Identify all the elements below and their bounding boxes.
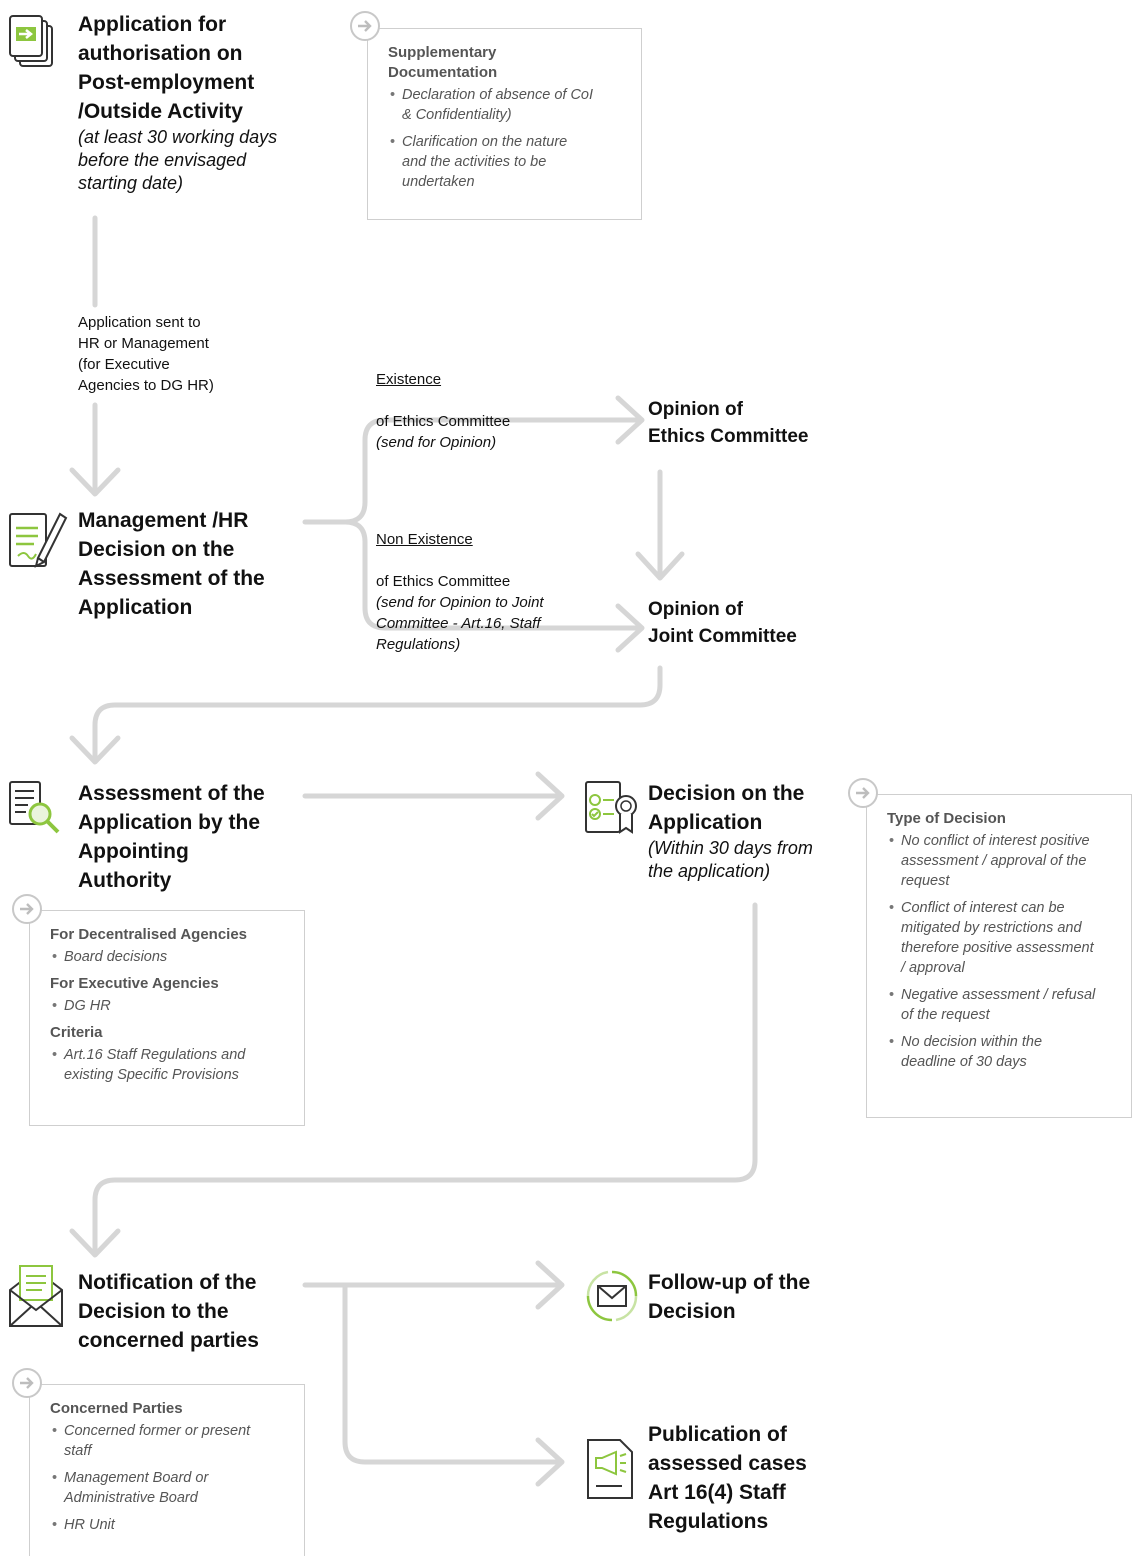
- document-arrow-icon: [9, 15, 53, 67]
- step-title: Follow-up of the Decision: [648, 1271, 811, 1323]
- panel-agencies-criteria: For Decentralised Agencies Board decisio…: [29, 910, 305, 1126]
- panel-type-of-decision: Type of Decision No conflict of interest…: [866, 794, 1132, 1118]
- list-item: Declaration of absence of CoI & Confiden…: [390, 85, 629, 125]
- label-underlined: Non Existence: [376, 531, 473, 548]
- step-title: Notification of the Decision to the conc…: [78, 1271, 259, 1352]
- list-item: No decision within the deadline of 30 da…: [889, 1032, 1127, 1072]
- list-item: Management Board or Administrative Board: [52, 1468, 292, 1508]
- label-italic: (send for Opinion): [376, 434, 497, 451]
- list-item: Board decisions: [52, 947, 292, 967]
- step-note: (at least 30 working days before the env…: [78, 127, 278, 193]
- document-megaphone-icon: [587, 1439, 633, 1499]
- label-underlined: Existence: [376, 371, 442, 388]
- step-title: Application for authorisation on Post-em…: [78, 13, 255, 123]
- panel-supplementary-documentation: Supplementary Documentation Declaration …: [367, 28, 642, 220]
- step-management-decision: Management /HR Decision on the Assessmen…: [78, 506, 308, 622]
- panel-heading: For Executive Agencies: [50, 975, 219, 992]
- panel-heading: Concerned Parties: [50, 1400, 183, 1417]
- open-envelope-icon: [9, 1265, 63, 1327]
- step-title: Management /HR Decision on the Assessmen…: [78, 509, 265, 619]
- step-title: Assessment of the Application by the App…: [78, 782, 265, 892]
- circle-arrow-icon: [848, 778, 878, 808]
- step-note: (Within 30 days from the application): [648, 838, 813, 881]
- step-application: Application for authorisation on Post-em…: [78, 10, 308, 195]
- step-opinion-joint: Opinion of Joint Committee: [648, 596, 848, 650]
- step-title: Publication of assessed cases Art 16(4) …: [648, 1423, 807, 1533]
- panel-heading: Supplementary Documentation: [388, 44, 498, 81]
- envelope-cycle-icon: [586, 1270, 638, 1322]
- document-pen-icon: [9, 512, 68, 568]
- document-checklist-seal-icon: [585, 781, 637, 834]
- list-item: Negative assessment / refusal of the req…: [889, 985, 1127, 1025]
- panel-heading: Type of Decision: [887, 810, 1006, 827]
- panel-concerned-parties: Concerned Parties Concerned former or pr…: [29, 1384, 305, 1556]
- step-title: Decision on the Application: [648, 782, 805, 834]
- label-italic: (send for Opinion to Joint Committee - A…: [376, 594, 544, 653]
- panel-heading: For Decentralised Agencies: [50, 926, 248, 943]
- label-text: of Ethics Committee: [376, 573, 511, 590]
- list-item: Art.16 Staff Regulations and existing Sp…: [52, 1045, 292, 1085]
- label-sent-to: Application sent to HR or Management (fo…: [78, 314, 214, 394]
- step-publication: Publication of assessed cases Art 16(4) …: [648, 1420, 848, 1536]
- circle-arrow-icon: [12, 894, 42, 924]
- circle-arrow-icon: [12, 1368, 42, 1398]
- list-item: Concerned former or present staff: [52, 1421, 292, 1461]
- label-existence: Existence of Ethics Committee (send for …: [376, 348, 606, 474]
- label-non-existence: Non Existence of Ethics Committee (send …: [376, 508, 606, 676]
- panel-heading: Criteria: [50, 1024, 103, 1041]
- step-assessment: Assessment of the Application by the App…: [78, 779, 308, 895]
- step-notification: Notification of the Decision to the conc…: [78, 1268, 308, 1355]
- step-title: Opinion of Joint Committee: [648, 599, 797, 647]
- document-magnifier-icon: [9, 781, 60, 834]
- label-text: of Ethics Committee: [376, 413, 511, 430]
- list-item: DG HR: [52, 996, 292, 1016]
- step-decision: Decision on the Application (Within 30 d…: [648, 779, 848, 883]
- list-item: No conflict of interest positive assessm…: [889, 831, 1127, 891]
- list-item: HR Unit: [52, 1515, 292, 1535]
- list-item: Conflict of interest can be mitigated by…: [889, 898, 1127, 978]
- step-title: Opinion of Ethics Committee: [648, 399, 809, 447]
- circle-arrow-icon: [350, 11, 380, 41]
- list-item: Clarification on the nature and the acti…: [390, 132, 629, 192]
- step-follow-up: Follow-up of the Decision: [648, 1268, 848, 1326]
- step-opinion-ethics: Opinion of Ethics Committee: [648, 396, 848, 450]
